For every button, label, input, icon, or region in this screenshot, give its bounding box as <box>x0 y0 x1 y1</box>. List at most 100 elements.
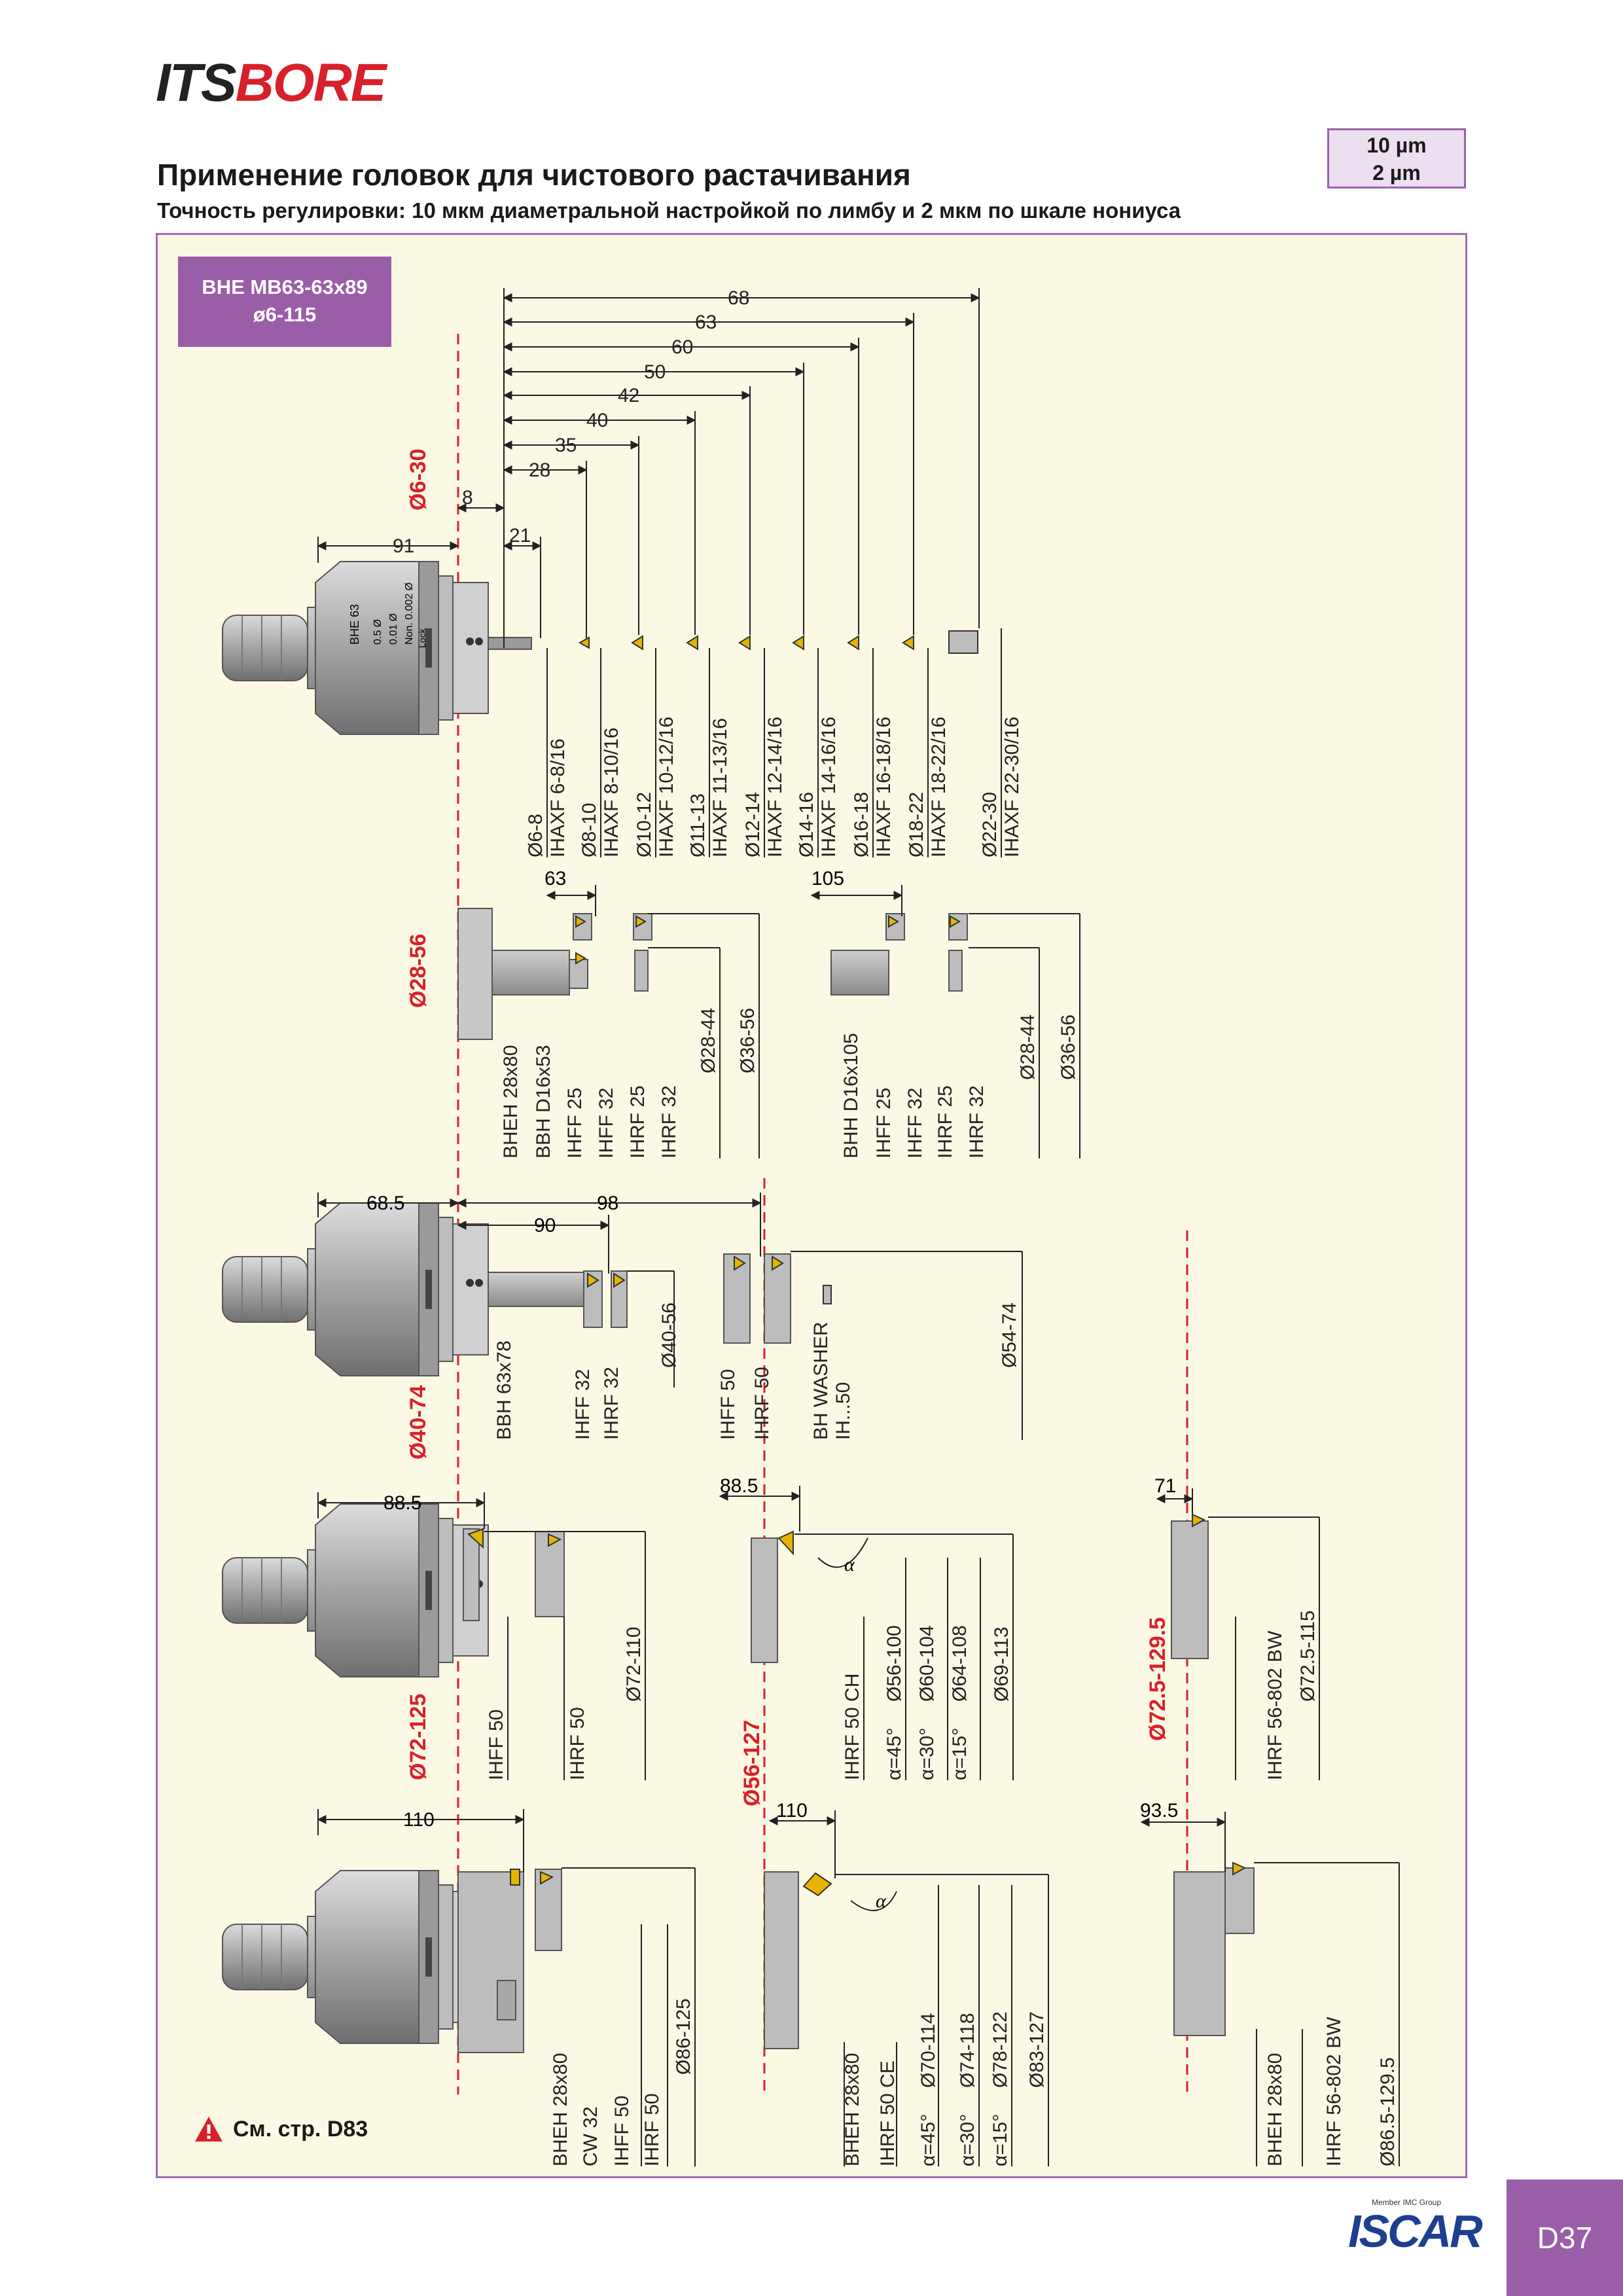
svg-text:Ø22-30: Ø22-30 <box>979 792 1001 857</box>
svg-text:42: 42 <box>618 385 639 406</box>
svg-text:CW 32: CW 32 <box>580 2106 601 2166</box>
svg-text:105: 105 <box>812 868 844 889</box>
svg-text:IHFF 50: IHFF 50 <box>486 1710 507 1780</box>
svg-text:α=45°: α=45° <box>883 1728 905 1780</box>
svg-text:35: 35 <box>555 435 577 456</box>
range-label-4b: Ø56-127 <box>740 1720 764 1806</box>
section-1: BHE 63 0.5 Ø 0.01 Ø Non. 0.002 Ø Lock Ø6… <box>222 287 1023 857</box>
boring-head-3 <box>222 1202 489 1376</box>
svg-text:Ø36-56: Ø36-56 <box>1058 1014 1079 1080</box>
model-box: BHE MB63-63x89 ø6-115 <box>178 257 391 347</box>
svg-text:68.5: 68.5 <box>366 1193 404 1214</box>
warning-text: См. стр. D83 <box>233 2116 368 2142</box>
svg-text:IHAXF 10-12/16: IHAXF 10-12/16 <box>656 717 677 857</box>
precision-badge: 10 µm 2 µm <box>1327 128 1466 188</box>
range-label-2: Ø28-56 <box>406 934 431 1008</box>
svg-text:Ø18-22: Ø18-22 <box>906 792 927 857</box>
svg-text:Ø16-18: Ø16-18 <box>851 792 872 857</box>
svg-text:IHRF 50: IHRF 50 <box>567 1707 588 1780</box>
boring-head-1 <box>222 561 489 735</box>
head-label-1: BHE 63 <box>348 604 361 645</box>
svg-text:α=30°: α=30° <box>916 1728 938 1780</box>
svg-text:Ø72-110: Ø72-110 <box>623 1626 645 1702</box>
svg-text:50: 50 <box>644 361 666 383</box>
svg-text:Non. 0.002 Ø: Non. 0.002 Ø <box>404 583 415 645</box>
svg-text:IHFF 25: IHFF 25 <box>564 1088 586 1158</box>
svg-text:BHH D16x105: BHH D16x105 <box>840 1033 862 1158</box>
page-subtitle: Точность регулировки: 10 мкм диаметральн… <box>157 198 1181 223</box>
range-label-3: Ø40-74 <box>406 1386 431 1460</box>
svg-text:IHAXF 18-22/16: IHAXF 18-22/16 <box>928 717 950 857</box>
svg-text:IHRF 32: IHRF 32 <box>601 1367 622 1440</box>
svg-text:Ø10-12: Ø10-12 <box>633 792 655 857</box>
s3-labels: BBH 63x78 IHFF 32 IHRF 32 Ø40-56 IHFF 50… <box>493 1302 1020 1440</box>
section-5: 110 110 93.5 α BHEH 28x80 CW 32 IHFF 50 … <box>222 1800 1400 2166</box>
svg-text:Ø40-56: Ø40-56 <box>658 1302 680 1368</box>
svg-text:IHFF 32: IHFF 32 <box>572 1369 594 1440</box>
svg-text:BH WASHER: BH WASHER <box>810 1321 832 1440</box>
svg-text:21: 21 <box>509 525 531 547</box>
s1-inserts <box>578 630 978 654</box>
s5-labels: BHEH 28x80 CW 32 IHFF 50 IHRF 50 Ø86-125… <box>550 1998 1399 2166</box>
svg-text:IHAXF 22-30/16: IHAXF 22-30/16 <box>1001 717 1023 857</box>
svg-text:Ø83-127: Ø83-127 <box>1026 2011 1048 2088</box>
svg-text:Ø69-113: Ø69-113 <box>991 1626 1012 1702</box>
svg-text:IHFF 32: IHFF 32 <box>596 1088 617 1158</box>
model-range: ø6-115 <box>253 303 317 326</box>
svg-text:98: 98 <box>597 1193 618 1214</box>
svg-text:Ø28-44: Ø28-44 <box>698 1008 719 1073</box>
svg-text:IHFF 32: IHFF 32 <box>904 1088 926 1158</box>
svg-text:Ø86.5-129.5: Ø86.5-129.5 <box>1377 2057 1399 2166</box>
iscar-logo: Member IMC Group ISCAR <box>1335 2198 1483 2257</box>
svg-text:Ø36-56: Ø36-56 <box>737 1008 758 1073</box>
range-label-4c: Ø72.5-129.5 <box>1145 1617 1170 1741</box>
svg-text:IHAXF 16-18/16: IHAXF 16-18/16 <box>873 717 895 857</box>
svg-text:Ø60-104: Ø60-104 <box>916 1625 938 1702</box>
svg-text:110: 110 <box>776 1800 808 1821</box>
svg-text:Ø6-8: Ø6-8 <box>525 814 546 857</box>
iscar-wordmark: ISCAR <box>1348 2206 1483 2257</box>
svg-text:71: 71 <box>1154 1475 1176 1497</box>
svg-text:0.01 Ø: 0.01 Ø <box>388 613 399 645</box>
svg-text:IHRF 50 CH: IHRF 50 CH <box>842 1674 863 1780</box>
svg-text:IHRF 56-802 BW: IHRF 56-802 BW <box>1323 2017 1345 2166</box>
warning-icon <box>195 2117 223 2142</box>
svg-text:0.5 Ø: 0.5 Ø <box>372 619 383 645</box>
svg-text:IHFF 25: IHFF 25 <box>873 1088 895 1158</box>
svg-text:IHFF 50: IHFF 50 <box>717 1369 739 1440</box>
svg-text:40: 40 <box>586 410 608 431</box>
svg-text:88.5: 88.5 <box>383 1492 421 1514</box>
svg-text:IHRF 50 CE: IHRF 50 CE <box>877 2060 899 2166</box>
svg-text:Ø11-13: Ø11-13 <box>687 793 709 857</box>
svg-text:BBH D16x53: BBH D16x53 <box>533 1045 554 1158</box>
svg-text:IHRF 32: IHRF 32 <box>966 1085 988 1158</box>
iscar-tagline: Member IMC Group <box>1372 2198 1442 2207</box>
svg-text:BHEH 28x80: BHEH 28x80 <box>550 2053 571 2166</box>
svg-text:IHRF 32: IHRF 32 <box>658 1085 680 1158</box>
range-label-4a: Ø72-125 <box>406 1694 431 1780</box>
svg-text:68: 68 <box>728 287 749 309</box>
svg-text:88.5: 88.5 <box>720 1475 758 1497</box>
svg-text:Ø54-74: Ø54-74 <box>999 1302 1020 1368</box>
reference-lines <box>457 334 1188 2094</box>
svg-text:8: 8 <box>462 487 473 509</box>
svg-text:α=15°: α=15° <box>949 1728 971 1780</box>
svg-text:IHAXF 12-14/16: IHAXF 12-14/16 <box>764 717 786 857</box>
svg-text:IHRF 56-802 BW: IHRF 56-802 BW <box>1264 1630 1286 1780</box>
svg-text:BBH 63x78: BBH 63x78 <box>493 1340 515 1440</box>
svg-text:α=45°: α=45° <box>918 2114 939 2166</box>
svg-text:IHRF 50: IHRF 50 <box>641 2093 663 2166</box>
svg-text:Ø78-122: Ø78-122 <box>990 2011 1011 2088</box>
page-number: D37 <box>1507 2179 1623 2296</box>
s1-labels: Ø6-8 IHAXF 6-8/16 Ø8-10 IHAXF 8-10/16 Ø1… <box>525 717 1023 857</box>
svg-text:IHRF 25: IHRF 25 <box>627 1085 649 1158</box>
svg-text:IH...50: IH...50 <box>832 1382 854 1440</box>
svg-text:α=30°: α=30° <box>957 2114 978 2166</box>
svg-text:IHAXF 11-13/16: IHAXF 11-13/16 <box>709 718 731 857</box>
svg-text:60: 60 <box>671 336 693 358</box>
svg-text:28: 28 <box>529 459 550 481</box>
svg-text:93.5: 93.5 <box>1140 1800 1178 1821</box>
svg-text:91: 91 <box>393 535 414 557</box>
itsbore-logo: ITSBORE <box>156 53 386 113</box>
